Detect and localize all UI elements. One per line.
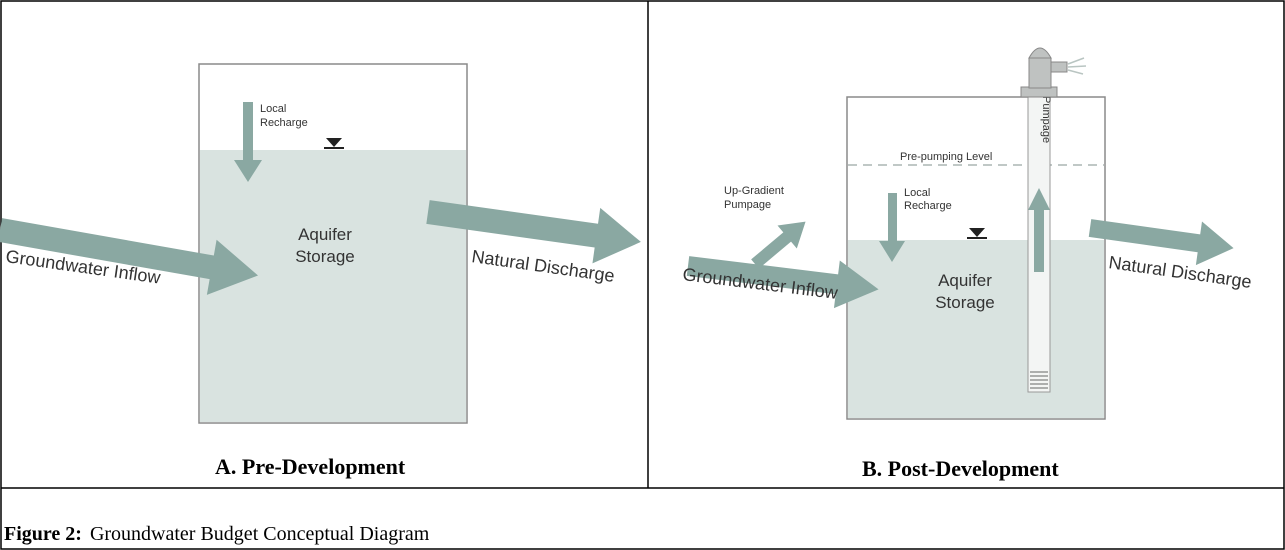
panel-b-upgradient-arrow	[751, 221, 806, 269]
panel-b-title: B. Post-Development	[862, 456, 1059, 481]
well-screen	[1030, 371, 1048, 389]
panel-b-water	[848, 240, 1104, 418]
panel-a-local-recharge-label-1: Local	[260, 103, 286, 115]
panel-a-water	[200, 150, 466, 422]
figure-caption-text: Groundwater Budget Conceptual Diagram	[90, 523, 430, 545]
panel-a-local-recharge-arrow	[234, 102, 262, 182]
panel-b-local-recharge-label-1: Local	[904, 187, 930, 199]
panel-a-aquifer-label: Aquifer	[298, 225, 352, 244]
panel-b-upgradient-label-1: Up-Gradient	[724, 185, 784, 197]
figure-caption: Figure 2: Groundwater Budget Conceptual D…	[4, 523, 430, 545]
panel-b: Pre-pumping Level Pumpage Local Rechar	[682, 47, 1253, 481]
panel-b-upgradient-label-2: Pumpage	[724, 199, 771, 211]
panel-a: Local Recharge Aquifer Storage Groundwat…	[0, 63, 641, 479]
panel-b-discharge-label: Natural Discharge	[1107, 252, 1252, 292]
panel-b-pre-pumping-label: Pre-pumping Level	[900, 151, 992, 163]
panel-b-local-recharge-label-2: Recharge	[904, 200, 952, 212]
figure-caption-label: Figure 2:	[4, 523, 82, 545]
panel-a-storage-label: Storage	[295, 247, 355, 266]
panel-a-discharge-arrow	[426, 200, 641, 264]
panel-a-inflow-arrow	[0, 218, 259, 295]
panel-a-water-table-marker	[326, 138, 342, 147]
well-upward-arrow	[1028, 188, 1050, 272]
panel-b-water-table-marker	[969, 228, 985, 237]
pump-head-icon	[1020, 47, 1087, 98]
panel-b-storage-label: Storage	[935, 293, 995, 312]
panel-b-local-recharge-arrow	[879, 193, 905, 262]
panel-b-inflow-arrow	[686, 256, 879, 309]
panel-b-discharge-arrow	[1088, 219, 1234, 266]
panel-b-aquifer-label: Aquifer	[938, 271, 992, 290]
panel-a-local-recharge-label-2: Recharge	[260, 117, 308, 129]
well-pumpage-label: Pumpage	[1040, 96, 1052, 143]
panel-a-title: A. Pre-Development	[215, 454, 406, 479]
